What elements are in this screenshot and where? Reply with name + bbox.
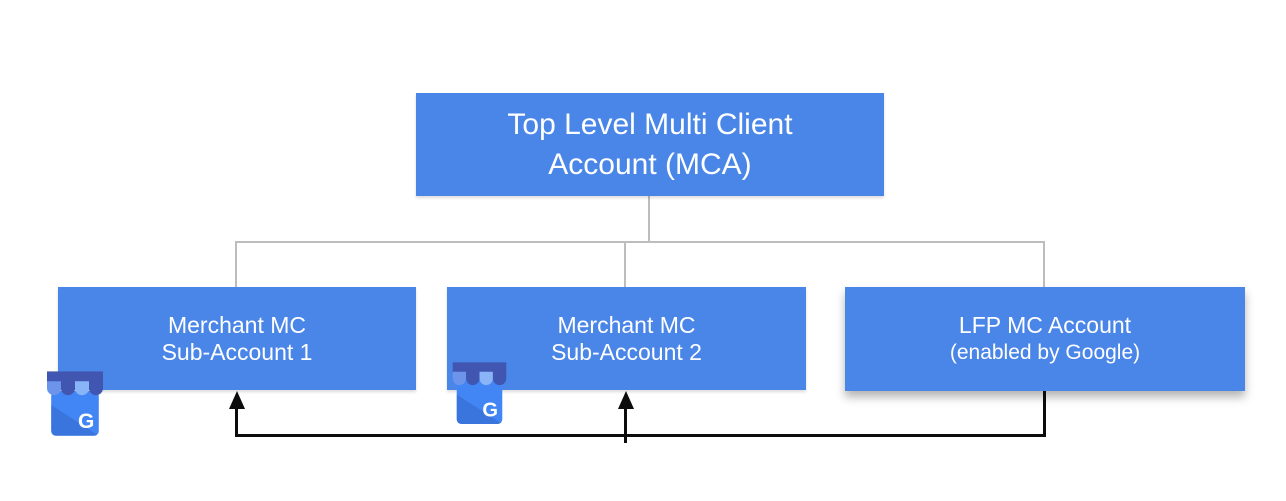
arrowhead-sub1-icon xyxy=(229,391,245,409)
node-merchant-sub-account-2: Merchant MC Sub-Account 2 xyxy=(447,287,806,390)
google-business-icon xyxy=(40,370,110,440)
node-label-line1: Merchant MC xyxy=(557,311,696,338)
node-label-line1: LFP MC Account xyxy=(958,312,1132,338)
node-merchant-sub-account-1: Merchant MC Sub-Account 1 xyxy=(58,287,416,390)
node-label-line2: Sub-Account 1 xyxy=(161,338,313,365)
arrow-line-lfp-down xyxy=(1043,391,1046,437)
connector-drop-sub1 xyxy=(235,241,237,287)
node-label-line2: Account (MCA) xyxy=(548,147,752,181)
connector-root-stem xyxy=(648,196,650,243)
google-business-icon xyxy=(446,361,513,428)
connector-drop-sub2 xyxy=(624,241,626,287)
node-lfp-mc-account: LFP MC Account (enabled by Google) xyxy=(845,287,1245,391)
node-label-line1: Merchant MC xyxy=(167,311,307,338)
arrow-line-up-sub2 xyxy=(624,408,627,443)
node-top-level-mca: Top Level Multi Client Account (MCA) xyxy=(416,93,884,196)
node-label-line2: (enabled by Google) xyxy=(949,341,1141,364)
node-label-line1: Top Level Multi Client xyxy=(507,107,793,141)
node-label-line2: Sub-Account 2 xyxy=(551,338,702,365)
connector-horizontal-rail xyxy=(235,241,1045,243)
connector-drop-lfp xyxy=(1043,241,1045,287)
arrow-line-horizontal xyxy=(235,434,1046,437)
arrow-line-up-sub1 xyxy=(235,408,238,436)
arrowhead-sub2-icon xyxy=(618,391,634,409)
